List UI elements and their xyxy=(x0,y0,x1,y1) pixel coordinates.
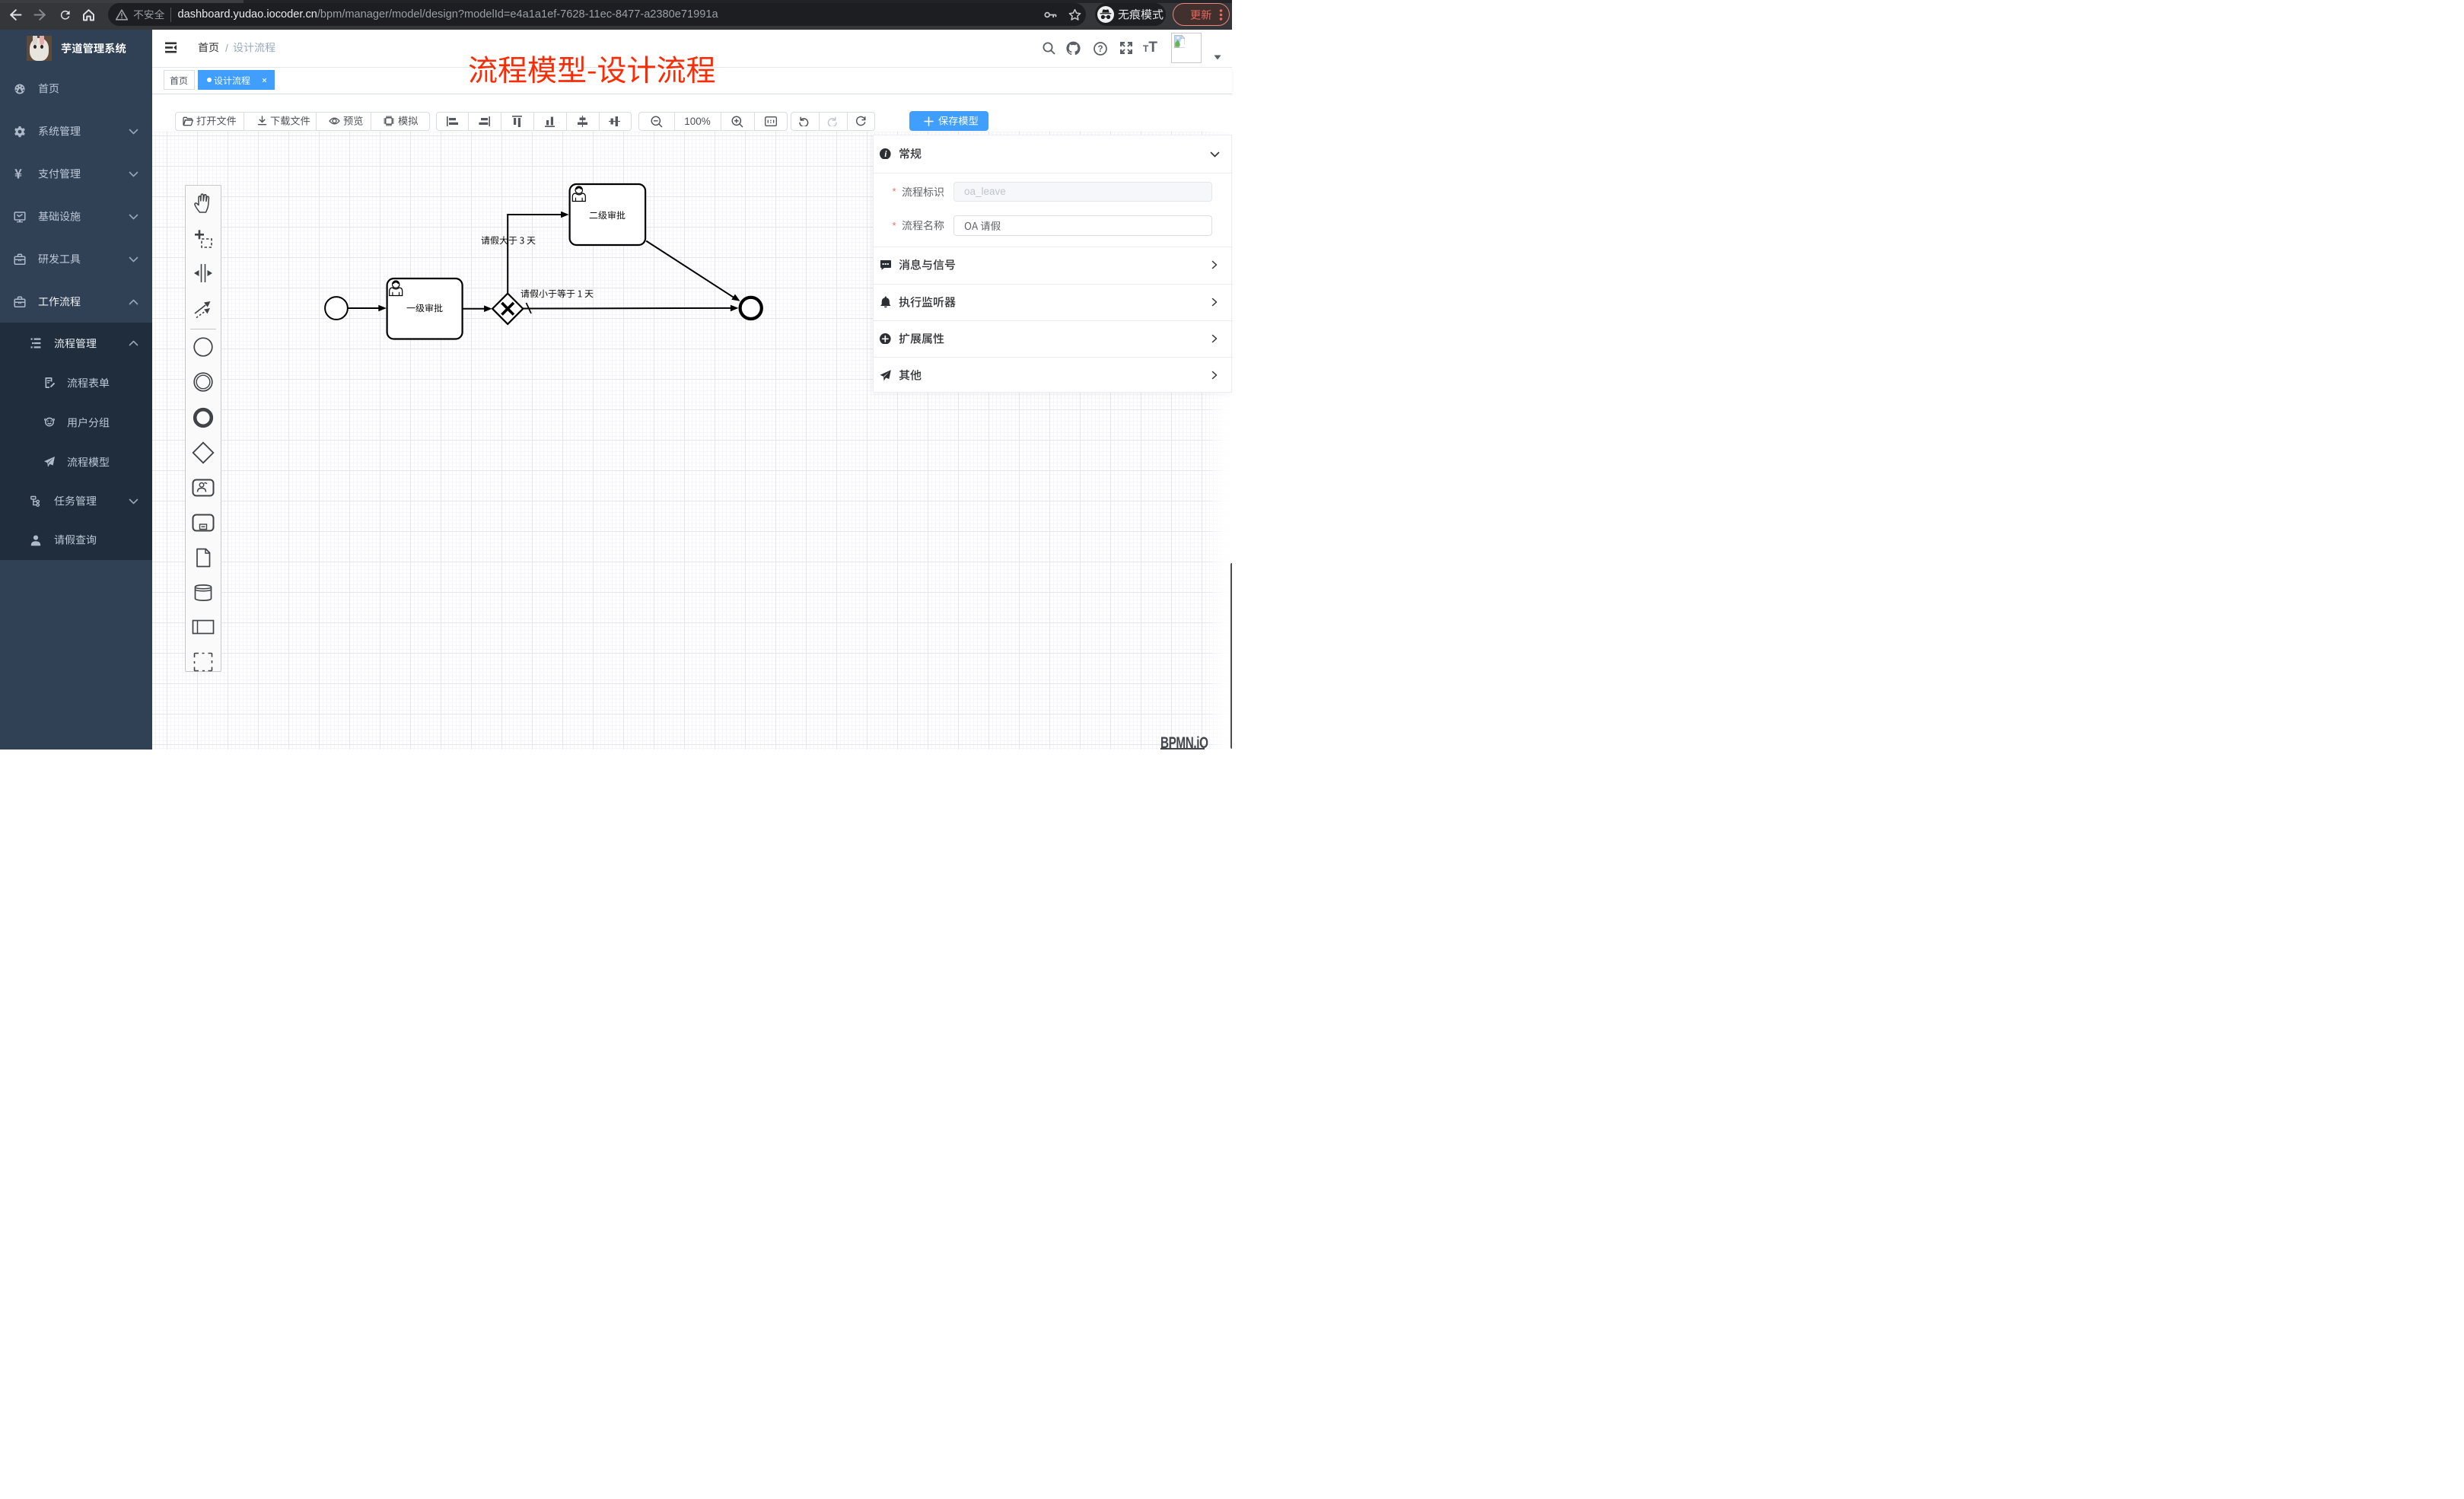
svg-text:?: ? xyxy=(1097,45,1103,54)
svg-text:i: i xyxy=(884,150,887,159)
